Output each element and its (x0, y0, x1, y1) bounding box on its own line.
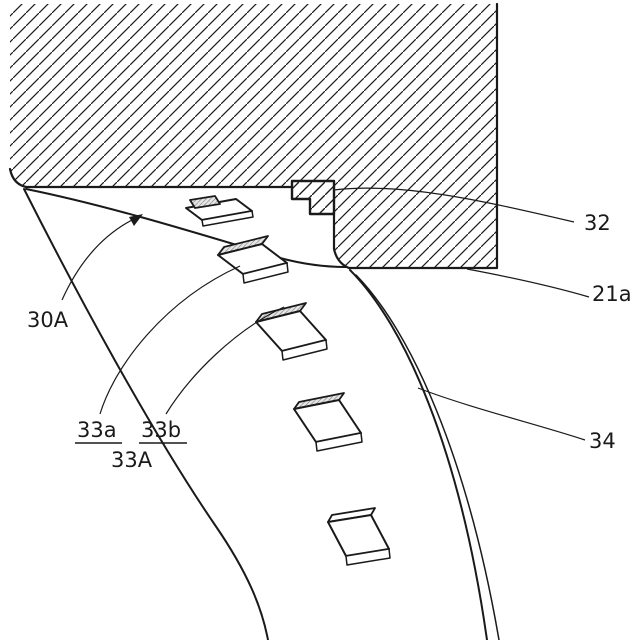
stud1-top-shaded-face (189, 195, 221, 209)
label-33a: 33a (77, 418, 117, 442)
mold-section-hatched-area (10, 4, 497, 268)
leader-line-33a (99, 265, 241, 415)
label-33A: 33A (111, 448, 153, 472)
leader-line-32 (333, 187, 575, 223)
label-21a: 21a (592, 282, 632, 306)
stud-plate-1 (185, 195, 254, 227)
tread-shoulder-curve (23, 188, 269, 640)
leader-line-33b (165, 306, 285, 415)
label-34: 34 (589, 429, 616, 453)
label-33b: 33b (141, 418, 181, 442)
stud3-thickness-edge (281, 339, 328, 361)
stud5-thickness-edge (345, 548, 391, 566)
band-edge-curve-inner (355, 274, 500, 640)
label-30A: 30A (27, 308, 69, 332)
leader-line-34 (417, 387, 586, 441)
stud4-thickness-edge (315, 432, 363, 452)
band-edge-curve-outer (349, 269, 488, 640)
stud-4 (293, 392, 363, 452)
label-32: 32 (584, 211, 611, 235)
arrowhead-30A (129, 214, 143, 226)
stud-2 (217, 235, 289, 284)
stud2-thickness-edge (242, 262, 289, 284)
mold-notch-and-right-boundary (332, 2, 499, 270)
stud-3 (255, 302, 328, 361)
mold-lower-left-boundary (8, 167, 294, 189)
stud1-thickness-edge (201, 210, 254, 227)
leader-line-30A (61, 217, 137, 301)
stud-5 (327, 507, 391, 566)
leader-line-21a (466, 268, 590, 298)
insert-32-shape (290, 179, 336, 216)
